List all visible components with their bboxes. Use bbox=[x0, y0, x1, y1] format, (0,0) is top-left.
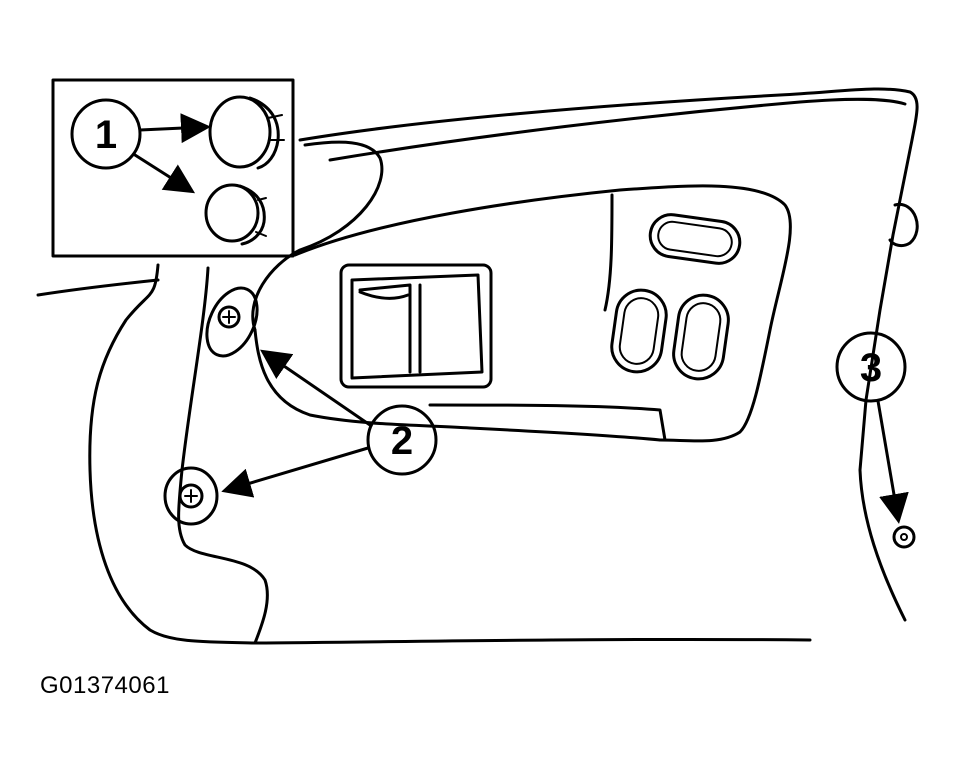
door-panel-outline bbox=[36, 87, 919, 645]
callout-1: 1 bbox=[70, 98, 211, 194]
callout-2: 2 bbox=[221, 349, 438, 498]
callout-2-label: 2 bbox=[391, 419, 413, 463]
screw-cover-cap-top bbox=[208, 95, 285, 170]
callout-3: 3 bbox=[835, 331, 909, 524]
callout-1-arrow-top bbox=[138, 113, 211, 144]
door-handle-recess bbox=[339, 263, 493, 389]
callout-1-arrow-bottom bbox=[133, 153, 196, 194]
screw-upper bbox=[205, 286, 259, 358]
callout-1-label: 1 bbox=[95, 113, 117, 157]
screw-cover-inset bbox=[51, 78, 295, 258]
switch-bezel bbox=[293, 184, 792, 443]
window-switches bbox=[610, 213, 742, 381]
callout-2-arrow-upper bbox=[260, 349, 372, 427]
mirror-mount bbox=[888, 203, 919, 248]
screw-cover-cap-bottom bbox=[204, 183, 267, 246]
callout-2-arrow-lower bbox=[221, 446, 370, 498]
screw-door-edge bbox=[892, 525, 916, 549]
callout-3-label: 3 bbox=[860, 346, 882, 390]
screw-lower bbox=[163, 466, 219, 526]
figure-id: G01374061 bbox=[40, 672, 170, 699]
callout-3-arrow bbox=[876, 399, 909, 524]
